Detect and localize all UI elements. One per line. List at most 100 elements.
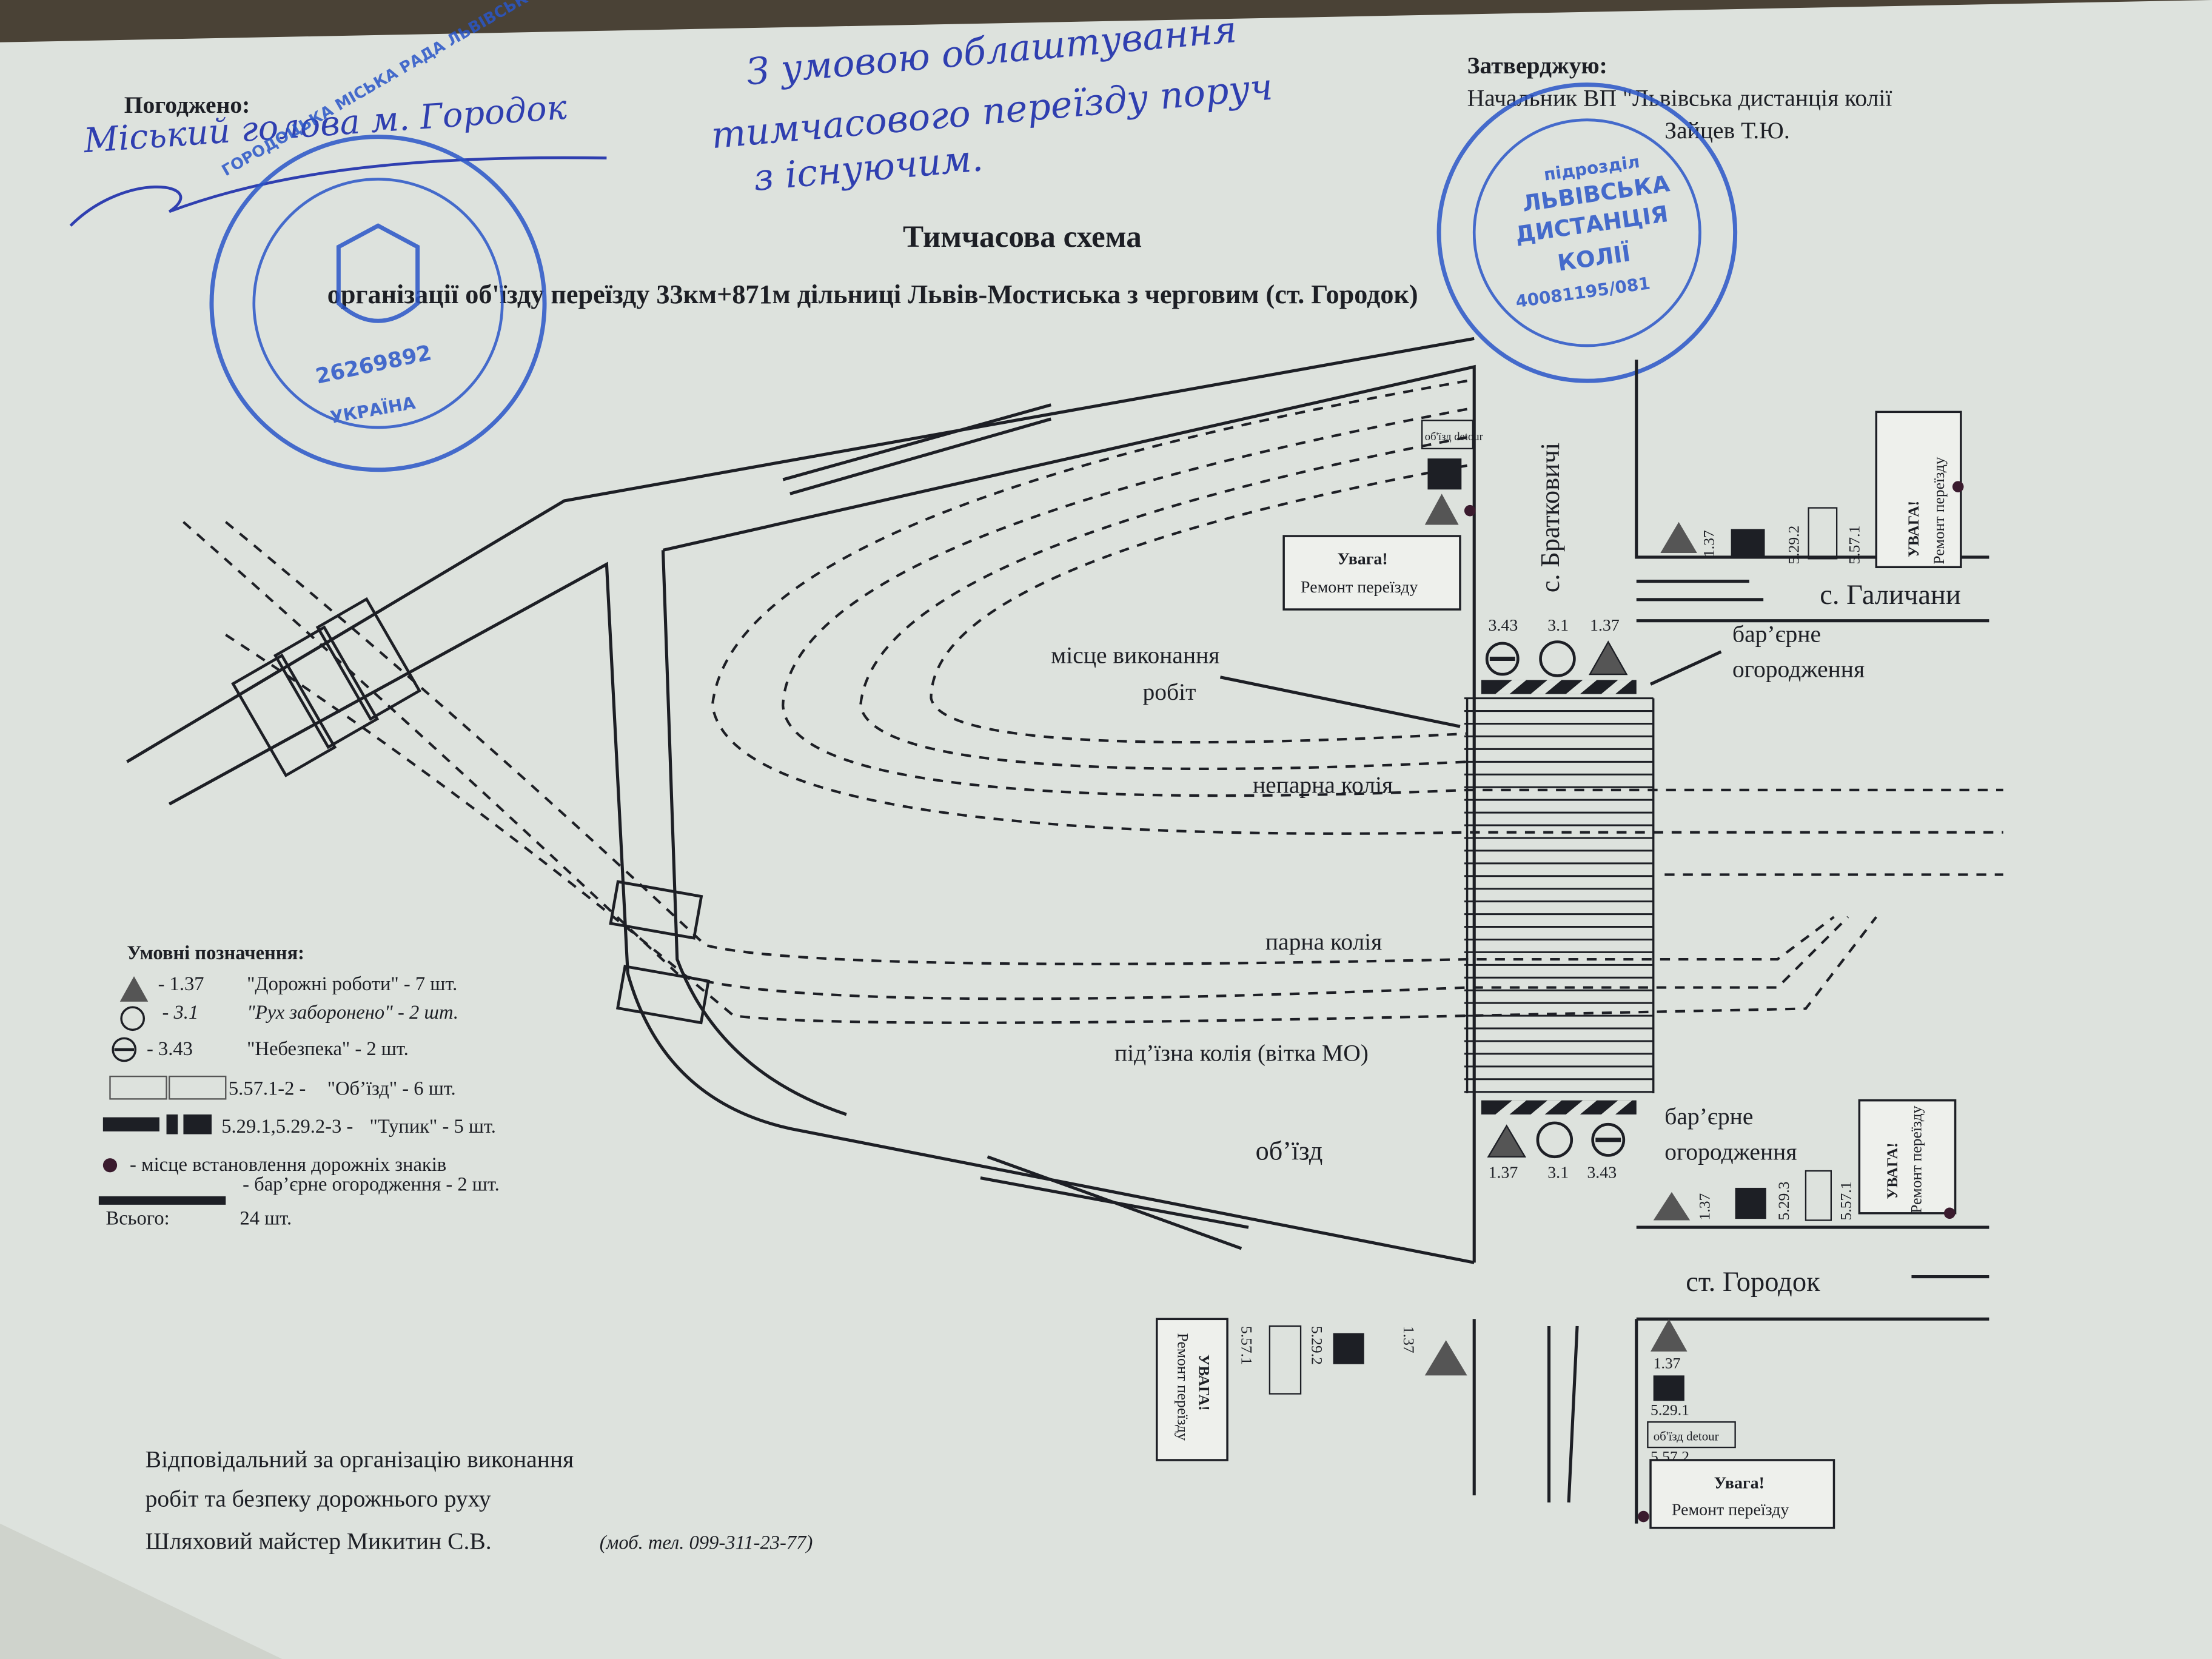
footer-phone: (моб. тел. 099-311-23-77) bbox=[600, 1532, 813, 1554]
svg-text:1.37: 1.37 bbox=[1696, 1193, 1714, 1220]
barrier-top-label-2: огородження bbox=[1732, 656, 1865, 683]
no-traffic-sign-icon bbox=[120, 1006, 146, 1031]
svg-text:Ремонт переїзду: Ремонт переїзду bbox=[1672, 1501, 1789, 1520]
svg-text:5.29.1: 5.29.1 bbox=[1651, 1401, 1689, 1419]
svg-text:- 3.43: - 3.43 bbox=[147, 1038, 193, 1060]
svg-text:- 3.1: - 3.1 bbox=[163, 1002, 199, 1024]
road-works-sign-icon bbox=[1487, 1124, 1527, 1158]
legend: Умовні позначення: - 1.37 "Дорожні робот… bbox=[98, 942, 500, 1229]
svg-text:1.37: 1.37 bbox=[1590, 616, 1620, 635]
barrier-bottom-label-2: огородження bbox=[1664, 1138, 1797, 1165]
svg-text:5.29.2: 5.29.2 bbox=[1785, 526, 1802, 565]
svg-text:1.37: 1.37 bbox=[1654, 1355, 1681, 1372]
svg-text:5.57.1: 5.57.1 bbox=[1845, 526, 1863, 565]
svg-text:3.1: 3.1 bbox=[1547, 616, 1569, 635]
svg-text:"Рух заборонено" - 2 шт.: "Рух заборонено" - 2 шт. bbox=[247, 1002, 458, 1024]
svg-text:1.37: 1.37 bbox=[1700, 530, 1718, 557]
svg-text:3.1: 3.1 bbox=[1547, 1164, 1569, 1182]
sign-location-dot-icon bbox=[102, 1158, 118, 1173]
crossing-planks bbox=[1464, 697, 1655, 1094]
footer-line-3: Шляховий майстер Микитин С.В. bbox=[146, 1528, 492, 1555]
road-works-sign-icon bbox=[119, 976, 149, 1002]
svg-text:об'їзд detour: об'їзд detour bbox=[1654, 1429, 1719, 1443]
svg-text:24 шт.: 24 шт. bbox=[240, 1207, 292, 1229]
no-traffic-sign-icon bbox=[1536, 1121, 1574, 1159]
svg-text:5.29.2: 5.29.2 bbox=[1309, 1326, 1326, 1365]
svg-text:Увага!: Увага! bbox=[1338, 550, 1388, 569]
work-site-pointer bbox=[1219, 675, 1461, 728]
detour-label: об’їзд bbox=[1256, 1136, 1323, 1165]
road-works-sign-icon bbox=[1589, 640, 1628, 675]
signs-top: 3.43 3.1 1.37 bbox=[1485, 616, 1628, 677]
svg-text:3.43: 3.43 bbox=[1587, 1164, 1617, 1182]
warning-board-southeast: УВАГА! Ремонт переїзду bbox=[1858, 1099, 1957, 1219]
svg-text:"Дорожні роботи" - 7 шт.: "Дорожні роботи" - 7 шт. bbox=[247, 973, 457, 995]
sign-cluster-east: 1.37 5.29.2 5.57.1 bbox=[1660, 507, 1863, 565]
title: Тимчасова схема bbox=[903, 220, 1142, 254]
danger-sign-icon bbox=[1485, 642, 1520, 676]
svg-text:1.37: 1.37 bbox=[1488, 1164, 1518, 1182]
svg-text:5.29.3: 5.29.3 bbox=[1775, 1181, 1792, 1220]
detour-sign-icon bbox=[169, 1075, 227, 1100]
svg-text:УВАГА!: УВАГА! bbox=[1196, 1354, 1213, 1410]
village-east-label: с. Галичани bbox=[1820, 580, 1961, 611]
svg-text:Ремонт переїзду: Ремонт переїзду bbox=[1301, 578, 1418, 597]
sign-cluster-south: 5.29.2 1.37 5.57.1 bbox=[1238, 1325, 1467, 1395]
dead-end-sign-icon bbox=[102, 1117, 159, 1131]
legend-title: Умовні позначення: bbox=[127, 942, 304, 964]
svg-text:Всього:: Всього: bbox=[106, 1207, 169, 1229]
barrier-top-pointer bbox=[1649, 650, 1722, 686]
barrier-bottom-label-1: бар’єрне bbox=[1664, 1103, 1753, 1130]
paper-shadow bbox=[0, 1523, 283, 1659]
sign-cluster-southeast: 1.37 5.29.3 5.57.1 bbox=[1653, 1170, 1854, 1221]
warning-board-north: Увага! Ремонт переїзду bbox=[1282, 535, 1461, 611]
svg-text:- місце встановлення дорожніх: - місце встановлення дорожніх знаків bbox=[130, 1154, 446, 1176]
roads bbox=[126, 337, 1989, 1524]
odd-track-label: непарна колія bbox=[1253, 772, 1393, 799]
detour-sign-icon bbox=[109, 1075, 167, 1100]
agreed-label: Погоджено: bbox=[124, 92, 250, 118]
footer-line-2: робіт та безпеку дорожнього руху bbox=[146, 1486, 491, 1512]
barrier-top-label-1: бар’єрне bbox=[1732, 621, 1821, 648]
svg-text:5.57.1-2 -: 5.57.1-2 - bbox=[229, 1078, 306, 1099]
even-track-label: парна колія bbox=[1265, 928, 1382, 955]
village-north-label: с. Братковичі bbox=[1535, 443, 1565, 592]
signature-left bbox=[69, 156, 607, 227]
svg-text:УВАГА!: УВАГА! bbox=[1905, 501, 1922, 557]
svg-text:- бар’єрне огородження - 2 шт.: - бар’єрне огородження - 2 шт. bbox=[243, 1174, 500, 1196]
barrier-bottom bbox=[1481, 1100, 1637, 1114]
siding-label: під’їзна колія (вітка МО) bbox=[1114, 1040, 1369, 1067]
svg-text:3.43: 3.43 bbox=[1488, 616, 1518, 635]
svg-text:"Об’їзд" - 6 шт.: "Об’їзд" - 6 шт. bbox=[327, 1078, 456, 1099]
svg-text:"Небезпека" - 2 шт.: "Небезпека" - 2 шт. bbox=[247, 1038, 409, 1060]
svg-text:Ремонт переїзду: Ремонт переїзду bbox=[1930, 457, 1948, 564]
work-site-label-2: робіт bbox=[1142, 679, 1196, 705]
station-label: ст. Городок bbox=[1686, 1267, 1820, 1298]
footer-line-1: Відповідальний за організацію виконання bbox=[146, 1446, 574, 1473]
approver-position: Начальник ВП "Львівська дистанція колії bbox=[1467, 84, 1892, 111]
svg-text:Ремонт переїзду: Ремонт переїзду bbox=[1175, 1333, 1192, 1441]
work-site-label-1: місце виконання bbox=[1051, 642, 1219, 668]
svg-text:об'їзд detour: об'їзд detour bbox=[1425, 431, 1484, 443]
svg-text:Ремонт переїзду: Ремонт переїзду bbox=[1908, 1105, 1925, 1213]
svg-text:5.57.1: 5.57.1 bbox=[1837, 1181, 1854, 1220]
svg-text:- 1.37: - 1.37 bbox=[158, 973, 204, 995]
barrier-icon bbox=[98, 1196, 226, 1205]
approve-label: Затверджую: bbox=[1467, 52, 1607, 79]
danger-sign-icon bbox=[112, 1037, 137, 1062]
svg-text:Увага!: Увага! bbox=[1714, 1473, 1765, 1492]
svg-text:5.29.1,5.29.2-3 -: 5.29.1,5.29.2-3 - bbox=[221, 1116, 353, 1138]
danger-sign-icon bbox=[1591, 1122, 1626, 1157]
sign-cluster-north: об'їзд detour bbox=[1421, 420, 1484, 525]
svg-text:"Тупик" - 5 шт.: "Тупик" - 5 шт. bbox=[370, 1116, 496, 1138]
svg-text:1.37: 1.37 bbox=[1400, 1326, 1418, 1353]
rail-bridge bbox=[231, 597, 710, 1025]
svg-text:УВАГА!: УВАГА! bbox=[1883, 1142, 1901, 1199]
trident-icon bbox=[336, 223, 420, 323]
warning-board-south-east: Увага! Ремонт переїзду bbox=[1638, 1459, 1835, 1529]
warning-board-south: УВАГА! Ремонт переїзду bbox=[1156, 1318, 1228, 1461]
no-traffic-sign-icon bbox=[1539, 640, 1576, 677]
